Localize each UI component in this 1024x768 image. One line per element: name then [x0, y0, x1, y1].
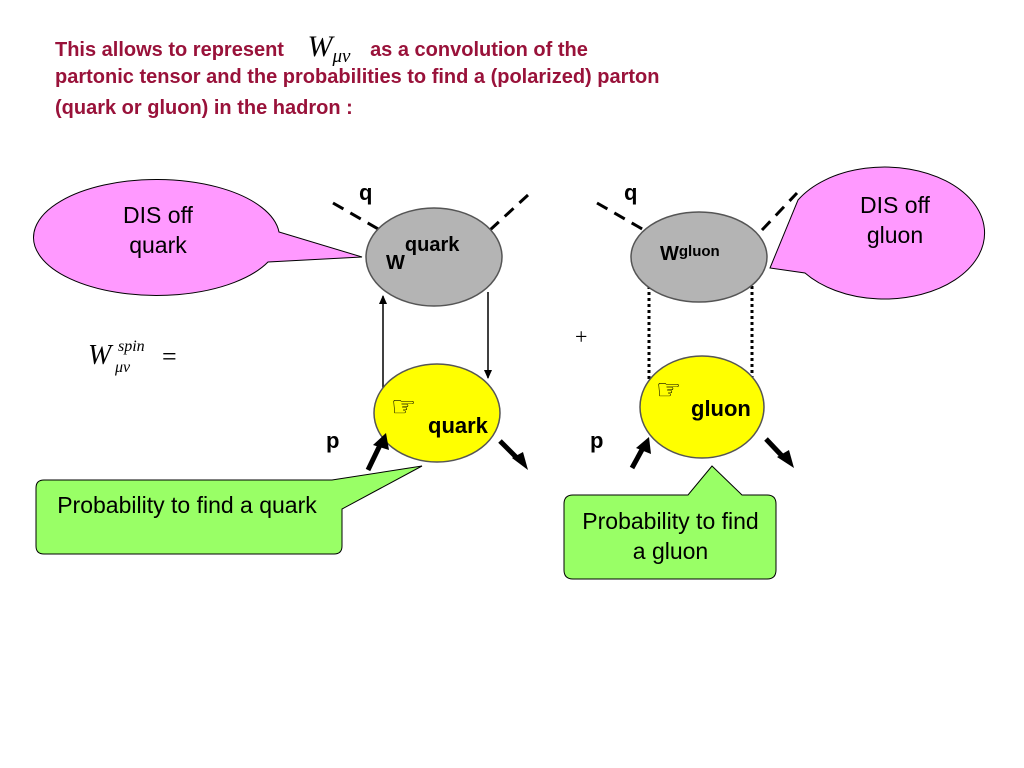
quark-dist-symbol: ☞ [391, 391, 417, 422]
intro-math-W: Wμν [307, 30, 351, 68]
gluon-distribution-blob [639, 355, 765, 459]
intro-line-3: (quark or gluon) in the hadron : [55, 97, 353, 119]
gluon-proton-label: p [590, 428, 604, 453]
quark-photon-out-line [488, 193, 530, 232]
plus-sign: + [575, 324, 588, 349]
intro-math-sub: μν [332, 46, 351, 67]
quark-distribution-blob [373, 363, 501, 463]
equation-superscript: spin [118, 338, 145, 355]
quark-tensor-label: Wquark [386, 234, 460, 274]
gluon-photon-in-line [596, 201, 645, 232]
intro-text-after: as a convolution of the [370, 39, 588, 61]
quark-proton-out-arrowhead [512, 452, 528, 470]
quark-photon-in-line [332, 201, 381, 232]
gluon-proton-in-arrowhead [636, 437, 651, 454]
equation-equals: = [162, 342, 177, 371]
gluon-tensor-blob [630, 211, 768, 303]
dis-quark-callout-shape [33, 178, 363, 296]
gluon-dist-symbol: ☞ [656, 374, 682, 405]
spin-equation: W spin μν = [88, 338, 177, 376]
intro-text-before: This allows to represent [55, 39, 284, 61]
prob-quark-callout-shape [35, 465, 423, 555]
gluon-dist-label: gluon [691, 396, 751, 421]
dis-gluon-callout-text: DIS off gluon [860, 192, 930, 248]
quark-tensor-blob [365, 207, 503, 307]
gluon-photon-out-line [760, 191, 799, 232]
dis-quark-callout-text: DIS off quark [123, 202, 193, 258]
quark-photon-label: q [359, 180, 373, 205]
gluon-tensor-superscript: gluon [678, 243, 720, 260]
equation-subscript: μν [115, 359, 131, 376]
quark-proton-in-arrowhead [373, 433, 389, 450]
prob-gluon-callout-text: Probability to find a gluon [582, 508, 759, 564]
gluon-photon-label: q [624, 180, 638, 205]
quark-proton-label: p [326, 428, 340, 453]
prob-quark-callout-text: Probability to find a quark [57, 492, 317, 518]
quark-tensor-superscript: quark [404, 234, 460, 256]
gluon-tensor-label: Wgluon [660, 243, 720, 265]
equation-W: W [88, 340, 112, 371]
quark-dist-label: quark [428, 413, 488, 438]
gluon-proton-out-arrowhead [777, 450, 794, 468]
dis-gluon-callout-shape [769, 166, 986, 300]
intro-line-2: partonic tensor and the probabilities to… [55, 66, 660, 88]
prob-gluon-callout-shape [563, 465, 777, 580]
intro-line-1: This allows to represent Wμν as a convol… [55, 30, 875, 68]
